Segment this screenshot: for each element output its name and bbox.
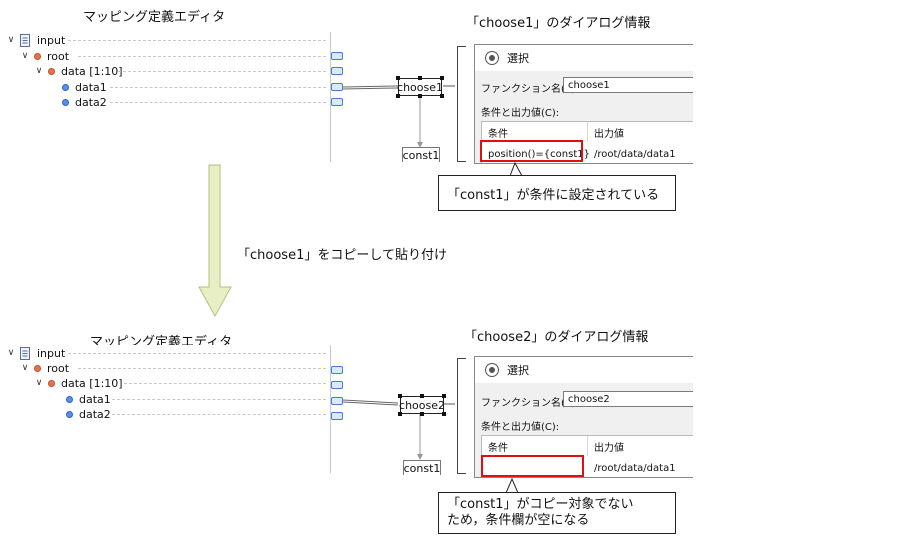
tree-node-data[interactable]: ∨ data [1:10] [34,64,123,78]
element-icon [34,364,41,372]
dialog-bracket-top [457,46,466,162]
port-input[interactable] [331,366,343,374]
attribute-icon [66,395,73,403]
cell-condition[interactable]: position()={const1} [488,149,590,160]
app-icon [485,363,499,377]
condition-table[interactable]: 条件 出力値 position()={const1} /root/data/da… [481,121,693,163]
dialog-titlebar: 選択 [475,45,693,71]
port-root[interactable] [331,381,343,389]
document-icon [20,346,30,360]
column-condition: 条件 [488,129,508,140]
chevron-down-icon[interactable]: ∨ [35,378,43,388]
cond-output-label: 条件と出力値(C): [481,108,560,119]
attribute-icon [66,410,73,418]
dialog-title: 選択 [507,52,529,65]
source-tree-top: ∨ input ∨ root ∨ data [1:10] data1 data2 [0,32,331,162]
tree-node-root[interactable]: ∨ root [20,49,69,63]
dialog-title: 選択 [507,364,529,377]
tree-node-data2[interactable]: data2 [66,407,111,421]
chevron-down-icon[interactable]: ∨ [21,363,29,373]
dialog-caption-bottom: 「choose2」のダイアログ情報 [464,330,649,345]
highlight-condition-bottom [481,455,584,477]
document-icon [20,33,30,47]
const1-box-top[interactable]: const1 [402,147,440,162]
port-data2[interactable] [331,98,343,106]
function-name-field[interactable]: choose2 [563,391,693,407]
attribute-icon [62,83,69,91]
function-name-field[interactable]: choose1 [563,77,693,93]
tree-label: input [37,346,66,360]
chevron-down-icon[interactable]: ∨ [7,348,15,358]
choose1-dialog: 選択 ファンクション名(1): choose1 条件と出力値(C): 条件 出力… [474,44,693,164]
column-output: 出力値 [594,129,624,140]
chevron-down-icon[interactable]: ∨ [7,35,15,45]
callout-bottom: 「const1」がコピー対象でない ため，条件欄が空になる [438,492,676,534]
tree-node-root[interactable]: ∨ root [20,361,69,375]
dialog-titlebar: 選択 [475,357,693,383]
source-tree-bottom: ∨ input ∨ root ∨ data [1:10] data1 data2 [6,345,331,473]
port-input[interactable] [331,52,343,60]
column-output: 出力値 [594,443,624,454]
dialog-bracket-bottom [457,358,466,474]
element-icon [48,379,55,387]
tree-label: data1 [79,392,111,406]
editor-caption-top: マッピング定義エディタ [83,10,226,25]
port-data1[interactable] [331,397,343,405]
cell-output[interactable]: /root/data/data1 [594,149,676,160]
cond-output-label: 条件と出力値(C): [481,422,560,433]
cell-output[interactable]: /root/data/data1 [594,463,676,474]
port-data1[interactable] [331,83,343,91]
chevron-down-icon[interactable]: ∨ [35,66,43,76]
tree-node-input[interactable]: ∨ input [6,346,65,360]
callout-line-2: ため，条件欄が空になる [447,513,590,528]
function-name-label: ファンクション名(1): [481,398,579,409]
tree-node-data[interactable]: ∨ data [1:10] [34,376,123,390]
tree-label: data2 [75,95,107,109]
tree-label: root [47,361,70,375]
element-icon [34,52,41,60]
dialog-caption-top: 「choose1」のダイアログ情報 [466,16,651,31]
arrow-label: 「choose1」をコピーして貼り付け [237,248,447,263]
tree-node-data1[interactable]: data1 [66,392,111,406]
callout-top: 「const1」が条件に設定されている [438,175,676,211]
tree-label: data [1:10] [61,376,123,390]
tree-label: input [37,33,66,47]
tree-label: data1 [75,80,107,94]
column-condition: 条件 [488,443,508,454]
element-icon [48,67,55,75]
port-data2[interactable] [331,412,343,420]
tree-node-data2[interactable]: data2 [62,95,107,109]
tree-node-input[interactable]: ∨ input [6,33,65,47]
highlight-condition-top [480,140,583,162]
port-root[interactable] [331,67,343,75]
tree-node-data1[interactable]: data1 [62,80,107,94]
tree-label: data2 [79,407,111,421]
tree-label: root [47,49,70,63]
chevron-down-icon[interactable]: ∨ [21,51,29,61]
tree-label: data [1:10] [61,64,123,78]
app-icon [485,51,499,65]
function-name-label: ファンクション名(1): [481,84,579,95]
const1-box-bottom[interactable]: const1 [403,460,441,475]
callout-line-1: 「const1」がコピー対象でない [447,497,634,512]
attribute-icon [62,98,69,106]
